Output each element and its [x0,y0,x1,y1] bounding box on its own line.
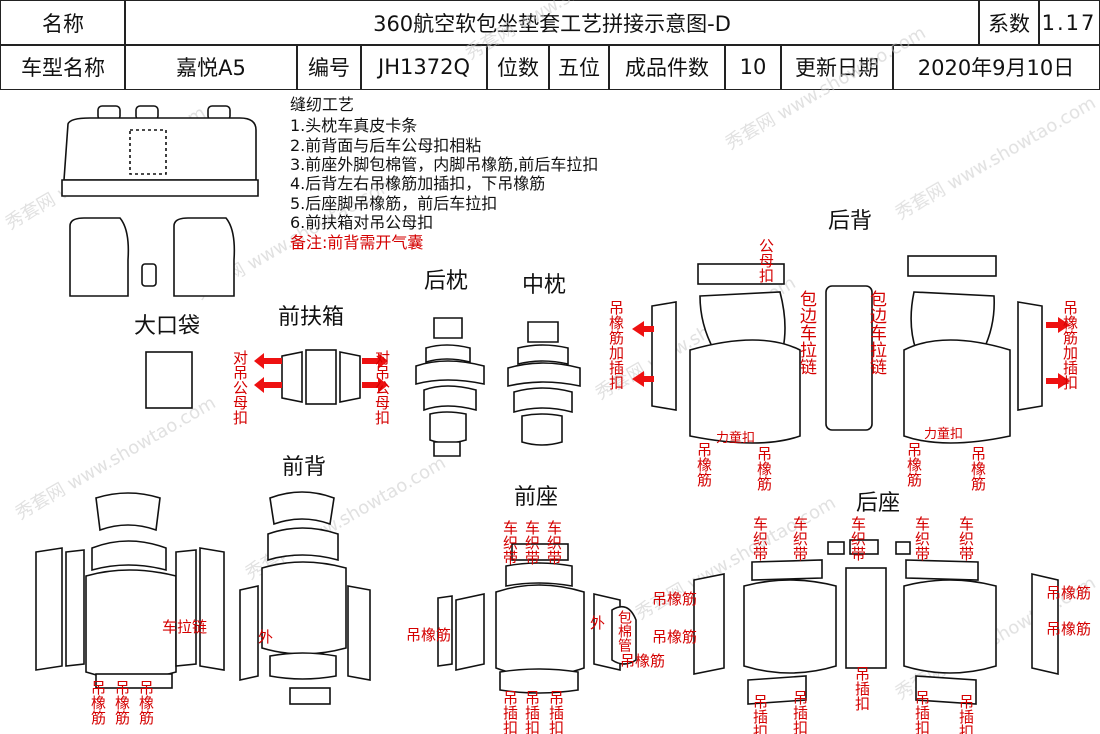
label-bao-bian-right: 包边车拉链 [866,290,887,375]
code-value: JH1372Q [360,44,488,90]
label-rb-diao-4: 吊橡筋 [969,446,987,492]
sewing-notes: 缝纫工艺 1.头枕车真皮卡条 2.前背面与后车公母扣相粘 3.前座外脚包棉管，内… [290,95,598,252]
label-rs-cha-2: 吊插扣 [791,690,809,734]
note-remark: 备注:前背需开气囊 [290,233,423,252]
label-fs-zhidai-2: 车织带 [523,520,541,565]
label-fs-zhidai-1: 车织带 [501,520,519,565]
label-rs-diao-3: 吊橡筋 [1046,584,1091,602]
section-mid-pillow: 中枕 [522,273,566,298]
label-wai-front-seat: 外 [590,614,605,632]
note-step-1: 1.头枕车真皮卡条 [290,116,417,135]
model-value: 嘉悦A5 [124,44,298,90]
watermark: 秀套网 www.showtao.com [462,0,669,64]
header-table: 名称 360航空软包坐垫套工艺拼接示意图-D 系数 1.17 车型名称 嘉悦A5… [0,0,1100,90]
rear-pillow-pieces [415,317,485,457]
model-label: 车型名称 [0,44,126,90]
section-front-seat: 前座 [514,485,558,510]
name-label: 名称 [0,0,126,46]
watermark: 秀套网 www.showtao.com [722,22,929,154]
label-rs-diao-2: 吊橡筋 [652,628,697,646]
label-rear-back-right: 吊橡筋加插扣 [1061,300,1079,391]
label-li-tong-right: 力童扣 [924,426,963,442]
section-rear-pillow: 后枕 [424,269,468,294]
label-fb-diao-2: 吊橡筋 [113,680,131,726]
note-step-4: 4.后背左右吊橡筋加插扣，下吊橡筋 [290,174,545,193]
pieces-label: 成品件数 [608,44,726,90]
label-rear-back-left: 吊橡筋加插扣 [607,300,625,391]
note-step-3: 3.前座外脚包棉管，内脚吊橡筋,前后车拉扣 [290,155,598,174]
note-step-2: 2.前背面与后车公母扣相粘 [290,136,481,155]
front-seat-pieces: 车织带 车织带 车织带 吊橡筋 外 包棉管 吊橡筋 吊插扣 吊插扣 吊插扣 [406,520,665,734]
label-fs-cha-2: 吊插扣 [523,690,541,734]
watermark: 秀套网 www.showtao.com [892,92,1099,224]
notes-title: 缝纫工艺 [290,95,354,114]
label-fb-diao-1: 吊橡筋 [89,680,107,726]
label-rb-diao-3: 吊橡筋 [905,442,923,488]
pieces-value: 10 [724,44,782,90]
date-value: 2020年9月10日 [892,44,1100,90]
label-rs-zhidai-1: 车织带 [751,516,769,561]
seat-overview [61,105,259,297]
coef-label: 系数 [978,0,1040,46]
seats-value: 五位 [548,44,610,90]
label-armrest-left: 对吊公母扣 [231,350,249,426]
rear-back-pieces: 吊橡筋加插扣 吊橡筋加插扣 公母扣 包边车拉链 包边车拉链 吊橡筋 吊橡筋 吊橡… [607,238,1079,492]
date-label: 更新日期 [780,44,894,90]
code-label: 编号 [296,44,362,90]
big-bag-piece [145,351,193,409]
label-rs-zhidai-4: 车织带 [913,516,931,561]
section-front-back: 前背 [282,455,326,480]
label-rs-zhidai-2: 车织带 [791,516,809,561]
label-gong-mu: 公母扣 [757,238,775,284]
label-fs-cha-3: 吊插扣 [547,690,565,734]
section-big-bag: 大口袋 [134,314,200,339]
label-rs-cha-4: 吊插扣 [957,694,975,734]
label-bao-bian-left: 包边车拉链 [796,290,817,375]
label-rs-cha-mid: 吊插扣 [853,666,871,712]
front-back-pieces: 车拉链 外 吊橡筋 吊橡筋 吊橡筋 [35,491,371,726]
label-fs-diao-right: 吊橡筋 [620,652,665,670]
section-rear-seat: 后座 [856,491,900,516]
label-rs-zhidai-3: 车织带 [849,516,867,561]
label-wai-front-back: 外 [258,628,273,646]
section-rear-back: 后背 [828,209,872,234]
seats-label: 位数 [486,44,550,90]
label-fb-diao-3: 吊橡筋 [137,680,155,726]
label-rs-cha-1: 吊插扣 [751,694,769,734]
label-bao-mianguan: 包棉管 [616,610,632,652]
section-front-armrest: 前扶箱 [278,305,344,330]
rear-seat-pieces: 车织带 车织带 车织带 车织带 车织带 吊橡筋 吊橡筋 吊橡筋 吊橡筋 吊插扣 … [652,516,1091,734]
label-li-tong-left: 力童扣 [716,430,755,446]
label-rs-diao-4: 吊橡筋 [1046,620,1091,638]
label-armrest-right: 对吊公母扣 [373,350,391,426]
label-rs-zhidai-5: 车织带 [957,516,975,561]
front-armrest-pieces: 对吊公母扣 对吊公母扣 [231,349,391,426]
note-step-6: 6.前扶箱对吊公母扣 [290,213,433,232]
label-fs-zhidai-3: 车织带 [545,520,563,565]
chart-title: 360航空软包坐垫套工艺拼接示意图-D [124,0,980,46]
label-fs-cha-1: 吊插扣 [501,690,519,734]
label-che-lalian: 车拉链 [162,618,207,636]
label-rb-diao-1: 吊橡筋 [695,442,713,488]
note-step-5: 5.后座脚吊橡筋，前后车拉扣 [290,194,497,213]
label-rb-diao-2: 吊橡筋 [755,446,773,492]
label-rs-diao-1: 吊橡筋 [652,590,697,608]
label-fs-diao-left: 吊橡筋 [406,626,451,644]
mid-pillow-pieces [507,321,581,446]
label-rs-cha-3: 吊插扣 [913,690,931,734]
